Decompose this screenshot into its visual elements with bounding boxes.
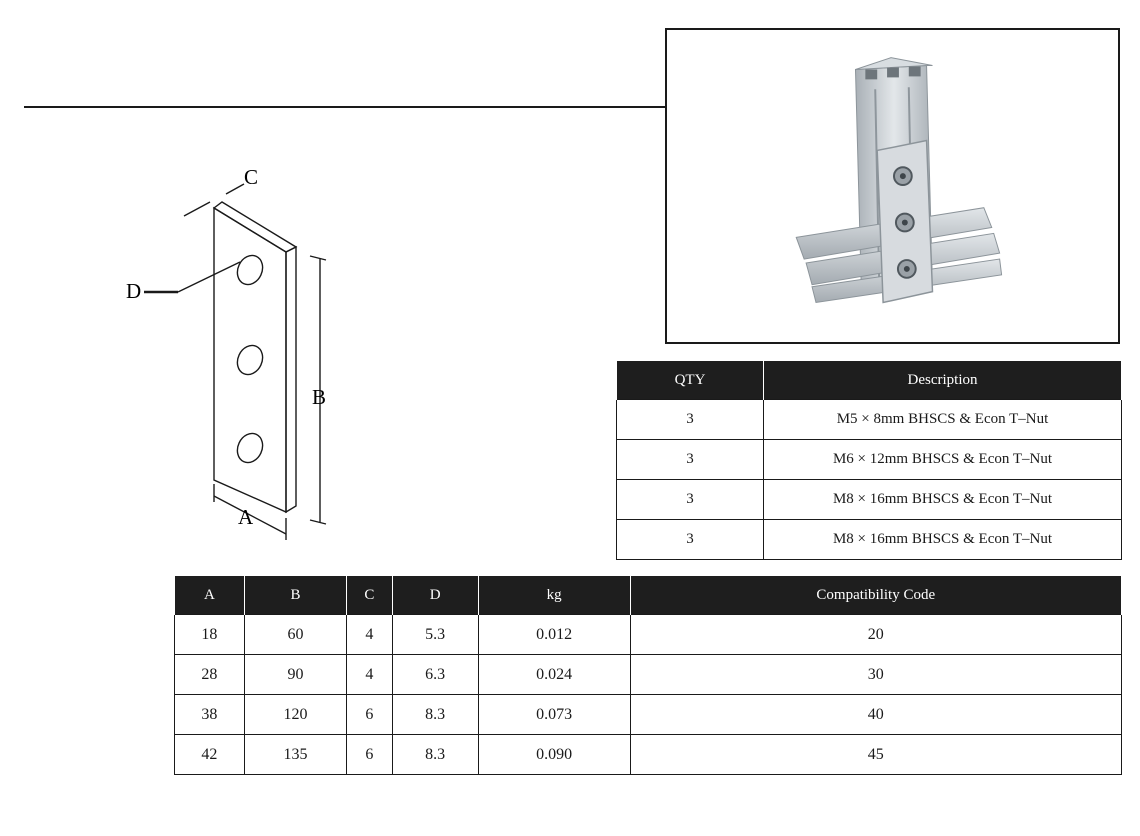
cell-compatibility-code: 30 <box>629 654 1123 695</box>
label-b: B <box>312 385 326 409</box>
cell-description: M8 × 16mm BHSCS & Econ T–Nut <box>763 479 1122 520</box>
cell-c: 4 <box>346 614 393 655</box>
cell-c: 6 <box>346 694 393 735</box>
dimensions-table: A B C D kg Compatibility Code 18 60 4 5.… <box>174 576 1123 775</box>
header-compatibility-code: Compatibility Code <box>629 576 1123 615</box>
header-qty: QTY <box>616 361 764 400</box>
cell-kg: 0.073 <box>477 694 631 735</box>
header-c: C <box>346 576 393 615</box>
table-row: 3 M8 × 16mm BHSCS & Econ T–Nut <box>616 479 1122 520</box>
header-kg: kg <box>477 576 631 615</box>
cell-compatibility-code: 45 <box>629 734 1123 775</box>
cell-d: 6.3 <box>391 654 479 695</box>
label-d: D <box>126 279 141 303</box>
cell-d: 8.3 <box>391 694 479 735</box>
header-b: B <box>243 576 348 615</box>
label-a: A <box>238 505 254 529</box>
cell-compatibility-code: 40 <box>629 694 1123 735</box>
cell-qty: 3 <box>616 519 764 560</box>
cell-d: 8.3 <box>391 734 479 775</box>
table-row: 28 90 4 6.3 0.024 30 <box>174 654 1123 695</box>
label-c: C <box>244 165 258 189</box>
cell-description: M8 × 16mm BHSCS & Econ T–Nut <box>763 519 1122 560</box>
table-row: 3 M6 × 12mm BHSCS & Econ T–Nut <box>616 439 1122 480</box>
cell-qty: 3 <box>616 439 764 480</box>
header-a: A <box>174 576 245 615</box>
cell-kg: 0.090 <box>477 734 631 775</box>
cell-c: 6 <box>346 734 393 775</box>
header-d: D <box>391 576 479 615</box>
hardware-table: QTY Description 3 M5 × 8mm BHSCS & Econ … <box>616 361 1122 560</box>
cell-qty: 3 <box>616 479 764 520</box>
cell-description: M6 × 12mm BHSCS & Econ T–Nut <box>763 439 1122 480</box>
cell-b: 120 <box>243 694 348 735</box>
table-row: 3 M5 × 8mm BHSCS & Econ T–Nut <box>616 399 1122 440</box>
cell-b: 90 <box>243 654 348 695</box>
plate-diagram: C D B A <box>126 165 327 540</box>
technical-drawing: C D B A <box>110 150 360 550</box>
table-row: 18 60 4 5.3 0.012 20 <box>174 614 1123 655</box>
cell-b: 60 <box>243 614 348 655</box>
cell-d: 5.3 <box>391 614 479 655</box>
table-row: 3 M8 × 16mm BHSCS & Econ T–Nut <box>616 519 1122 560</box>
cell-description: M5 × 8mm BHSCS & Econ T–Nut <box>763 399 1122 440</box>
cell-qty: 3 <box>616 399 764 440</box>
cell-a: 42 <box>174 734 245 775</box>
product-photo <box>665 28 1120 344</box>
header-description: Description <box>763 361 1122 400</box>
header-rule <box>24 106 666 108</box>
cell-compatibility-code: 20 <box>629 614 1123 655</box>
bracket-assembly-image <box>795 57 1003 304</box>
cell-a: 18 <box>174 614 245 655</box>
table-row: 38 120 6 8.3 0.073 40 <box>174 694 1123 735</box>
cell-a: 28 <box>174 654 245 695</box>
cell-kg: 0.012 <box>477 614 631 655</box>
table-row: 42 135 6 8.3 0.090 45 <box>174 734 1123 775</box>
cell-b: 135 <box>243 734 348 775</box>
cell-kg: 0.024 <box>477 654 631 695</box>
cell-c: 4 <box>346 654 393 695</box>
cell-a: 38 <box>174 694 245 735</box>
